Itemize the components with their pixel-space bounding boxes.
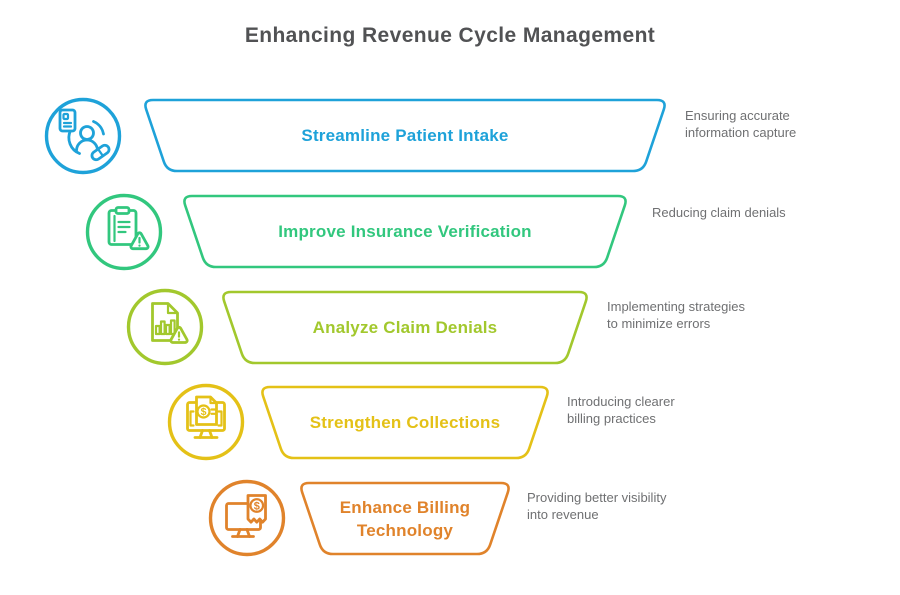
stage-description-4: Introducing clearer billing practices: [567, 394, 675, 426]
svg-text:$: $: [201, 406, 207, 418]
svg-text:$: $: [254, 500, 260, 512]
stage-description-2: Reducing claim denials: [652, 205, 786, 220]
billing-technology-icon: $: [208, 479, 286, 557]
funnel-bar-2: [183, 194, 627, 269]
collections-icon: $: [167, 383, 245, 461]
stage-label-1: Streamline Patient Intake: [301, 126, 509, 145]
funnel-bar-1: [144, 98, 666, 173]
stage-label-5: Enhance Billing Technology: [339, 497, 471, 540]
stage-description-5: Providing better visibility into revenue: [527, 490, 667, 522]
patient-intake-icon: [44, 97, 122, 175]
funnel-bar-4: [261, 385, 549, 460]
stage-label-3: Analyze Claim Denials: [312, 318, 498, 337]
stage-label-4: Strengthen Collections: [309, 413, 501, 432]
funnel-bar-5: [300, 481, 510, 556]
claim-denials-icon: [126, 288, 204, 366]
insurance-verification-icon: [85, 193, 163, 271]
funnel-bar-3: [222, 290, 588, 365]
stage-label-2: Improve Insurance Verification: [278, 222, 532, 241]
stage-description-3: Implementing strategies to minimize erro…: [607, 299, 746, 331]
stage-description-1: Ensuring accurate information capture: [685, 108, 797, 140]
page-title: Enhancing Revenue Cycle Management: [244, 24, 656, 47]
